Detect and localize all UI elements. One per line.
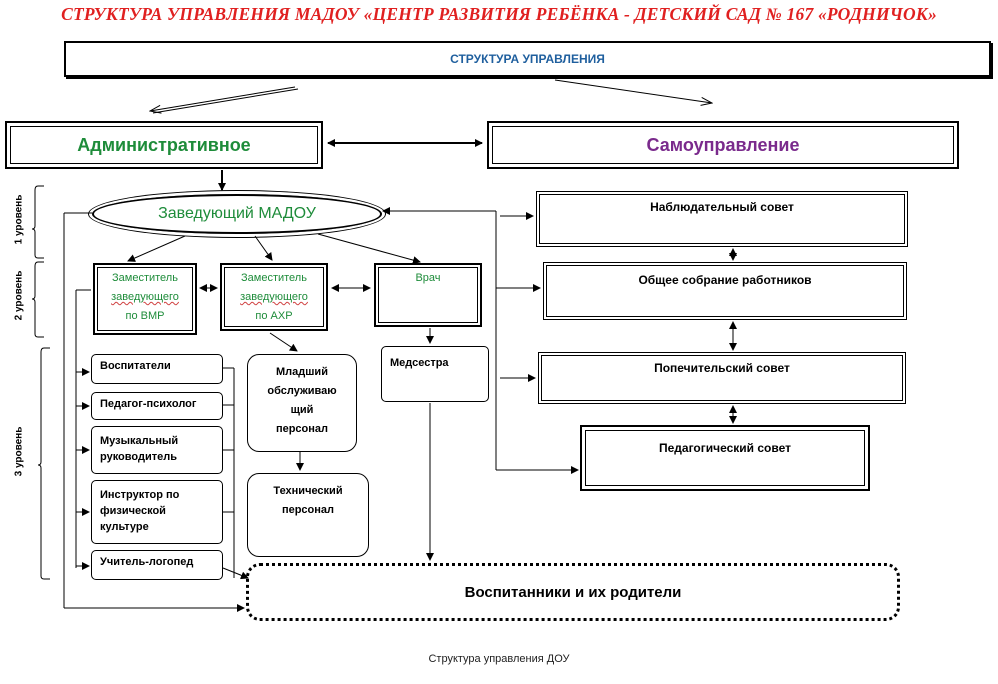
staff-educators-label: Воспитатели [100,360,171,372]
doctor-label: Врач [415,272,441,284]
deputy-vmr-line2: заведующего [111,291,179,303]
junior-staff-line1: Младший [276,366,328,378]
connector-ahr-junior [269,332,298,352]
doctor-box: Врач [374,263,482,327]
council-trustees: Попечительский совет [538,352,906,404]
staff-item-psychologist: Педагог-психолог [91,392,223,420]
figure-caption: Структура управления ДОУ [428,653,570,665]
pupils-parents-box: Воспитанники и их родители [246,563,900,621]
deputy-vmr-line1: Заместитель [112,272,178,284]
admin-branch-label: Административное [77,134,251,155]
diagram-title: СТРУКТУРА УПРАВЛЕНИЯ МАДОУ «ЦЕНТР РАЗВИТ… [61,4,937,24]
connector-structure-self [554,79,712,103]
deputy-ahr-box: Заместитель заведующего по АХР [220,263,328,331]
deputy-ahr-line2: заведующего [240,291,308,303]
head-label: Заведующий МАДОУ [158,205,316,222]
junior-staff-line2: обслуживаю [267,385,337,397]
nurse-box: Медсестра [381,346,489,402]
council-supervisory-label: Наблюдательный совет [650,200,794,214]
council-general-meeting-label: Общее собрание работников [638,273,812,287]
deputy-ahr-line1: Заместитель [241,272,307,284]
staff-item-music: Музыкальный руководитель [91,426,223,474]
deputy-vmr-line3: по ВМР [125,310,165,322]
level-1-brace [31,185,44,259]
staff-physical-label: Инструктор по физической культуре [100,489,180,533]
council-pedagogical: Педагогический совет [580,425,870,491]
council-trustees-label: Попечительский совет [654,361,790,375]
level-3-brace [37,347,50,580]
staff-item-speech: Учитель-логопед [91,550,223,580]
deputy-ahr-line3: по АХР [255,310,293,322]
self-government-box: Самоуправление [487,121,959,169]
staff-speech-label: Учитель-логопед [100,556,194,568]
head-ellipse: Заведующий МАДОУ [92,194,382,234]
staff-item-physical: Инструктор по физической культуре [91,480,223,544]
staff-item-educators: Воспитатели [91,354,223,384]
junior-staff-line3: щий [290,404,314,416]
tech-staff-line1: Технический [273,485,343,497]
council-pedagogical-label: Педагогический совет [659,441,791,455]
junior-staff-line4: персонал [275,423,329,435]
connector-head-vmr [127,235,186,262]
structure-header-box: СТРУКТУРА УПРАВЛЕНИЯ [64,41,991,77]
council-supervisory: Наблюдательный совет [536,191,908,247]
admin-branch-box: Административное [5,121,323,169]
structure-header-label: СТРУКТУРА УПРАВЛЕНИЯ [450,52,605,66]
connector-head-doctor [317,233,421,265]
pupils-parents-label: Воспитанники и их родители [464,583,682,601]
connector-speech-pupils [222,567,249,580]
level-2-brace [31,261,44,338]
connector-structure-admin [150,86,296,111]
junior-staff-box: Младший обслуживаю щий персонал [247,354,357,452]
staff-music-label: Музыкальный руководитель [100,435,179,463]
connector-structure-admin-2 [152,88,299,114]
self-government-label: Самоуправление [646,134,800,155]
connector-head-ahr [254,235,273,261]
tech-staff-box: Технический персонал [247,473,369,557]
council-general-meeting: Общее собрание работников [543,262,907,320]
nurse-label: Медсестра [390,357,449,369]
deputy-vmr-box: Заместитель заведующего по ВМР [93,263,197,335]
tech-staff-line2: персонал [281,504,335,516]
staff-psychologist-label: Педагог-психолог [100,398,197,410]
